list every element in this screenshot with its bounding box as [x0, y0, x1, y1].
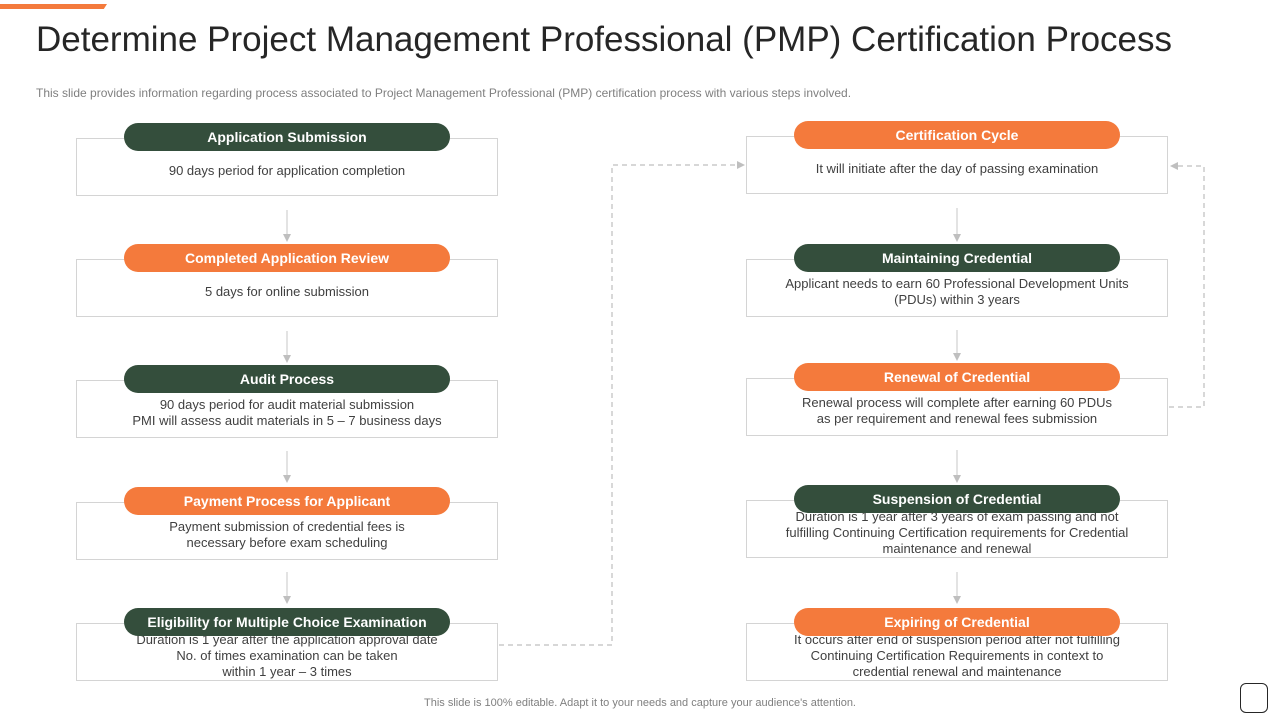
step-label-maintaining-credential: Maintaining Credential: [794, 244, 1120, 272]
page-title: Determine Project Management Professiona…: [36, 20, 1172, 59]
step-description: Duration is 1 year after the application…: [136, 632, 438, 679]
step-label-expiring-of-credential: Expiring of Credential: [794, 608, 1120, 636]
step-label-audit-process: Audit Process: [124, 365, 450, 393]
step-label-certification-cycle: Certification Cycle: [794, 121, 1120, 149]
step-description: It will initiate after the day of passin…: [815, 161, 1099, 176]
step-description: Applicant needs to earn 60 Professional …: [785, 276, 1129, 307]
step-label-suspension-of-credential: Suspension of Credential: [794, 485, 1120, 513]
dashed-arrowhead: [737, 161, 745, 169]
footer-note: This slide is 100% editable. Adapt it to…: [424, 697, 856, 709]
step-description: 5 days for online submission: [204, 284, 370, 299]
step-description: Duration is 1 year after 3 years of exam…: [785, 509, 1129, 556]
step-label-renewal-of-credential: Renewal of Credential: [794, 363, 1120, 391]
step-description: 90 days period for audit material submis…: [132, 397, 442, 428]
accent-bar: [0, 4, 107, 9]
square-outline-icon[interactable]: [1240, 683, 1268, 713]
step-label-application-submission: Application Submission: [124, 123, 450, 151]
step-description: It occurs after end of suspension period…: [794, 632, 1120, 679]
dashed-loop-connector: [1169, 165, 1205, 408]
step-label-eligibility-examination: Eligibility for Multiple Choice Examinat…: [124, 608, 450, 636]
step-description: Payment submission of credential fees is…: [169, 519, 405, 550]
dashed-connector: [499, 164, 740, 646]
dashed-loop-arrowhead: [1170, 162, 1178, 170]
page-subtitle: This slide provides information regardin…: [36, 86, 852, 100]
step-label-completed-application-review: Completed Application Review: [124, 244, 450, 272]
step-description: Renewal process will complete after earn…: [802, 395, 1112, 426]
step-description: 90 days period for application completio…: [168, 163, 406, 178]
step-label-payment-process: Payment Process for Applicant: [124, 487, 450, 515]
